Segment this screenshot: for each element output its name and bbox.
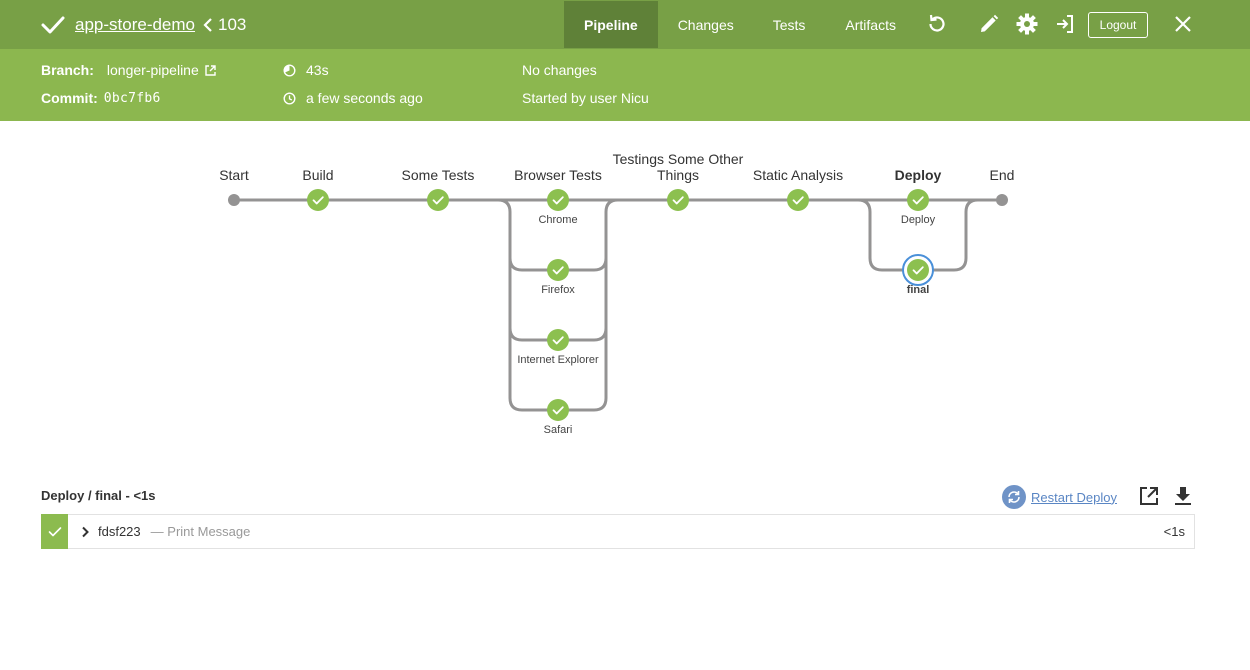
run-heading: app-store-demo 103 xyxy=(40,0,246,49)
success-check-icon xyxy=(41,16,65,33)
commit-info: Commit: 0bc7fb6 xyxy=(41,88,161,108)
tab-tests[interactable]: Tests xyxy=(772,16,806,33)
run-number: 103 xyxy=(218,14,247,34)
branch-label-internet-explorer: Internet Explorer xyxy=(517,354,599,366)
restart-deploy-label: Restart Deploy xyxy=(1031,489,1117,505)
edit-icon[interactable] xyxy=(977,12,1001,36)
logout-button[interactable]: Logout xyxy=(1088,12,1148,38)
clock-icon xyxy=(283,91,296,105)
rerun-icon[interactable] xyxy=(925,12,949,36)
changes-info: No changes xyxy=(522,62,597,78)
duration-value: 43s xyxy=(306,62,329,78)
stage-label-deploy: Deploy xyxy=(894,167,942,183)
step-log-title: Deploy / final - <1s xyxy=(41,488,156,503)
time-ago-value: a few seconds ago xyxy=(306,90,423,106)
step-duration: <1s xyxy=(1163,524,1185,539)
branch-info: Branch: longer-pipeline xyxy=(41,60,217,80)
stage-label-some-tests: Some Tests xyxy=(401,167,475,183)
stage-label-browser-tests: Browser Tests xyxy=(514,167,602,183)
pipeline-name-link[interactable]: app-store-demo xyxy=(75,14,196,34)
time-info: a few seconds ago xyxy=(283,88,423,108)
branch-value[interactable]: longer-pipeline xyxy=(106,62,199,78)
stage-label-testings-other: Testings Some Other Things xyxy=(612,151,744,183)
stage-label-end: End xyxy=(989,167,1015,183)
external-link-icon[interactable] xyxy=(204,64,217,77)
stage-label-start: Start xyxy=(219,167,249,183)
tab-changes[interactable]: Changes xyxy=(677,16,734,33)
tab-pipeline[interactable]: Pipeline xyxy=(564,1,658,48)
duration-info: 43s xyxy=(283,60,329,80)
branch-label-chrome: Chrome xyxy=(538,214,578,226)
branch-label-deploy: Deploy xyxy=(900,214,936,226)
commit-label: Commit: xyxy=(41,90,98,106)
restart-icon xyxy=(1002,485,1026,509)
settings-icon[interactable] xyxy=(1015,12,1039,36)
step-row[interactable]: fdsf223 — Print Message <1s xyxy=(41,514,1195,549)
stage-label-static-analysis: Static Analysis xyxy=(752,167,844,183)
check-icon xyxy=(48,526,61,536)
started-by-info: Started by user Nicu xyxy=(522,90,649,106)
commit-value: 0bc7fb6 xyxy=(103,90,161,106)
download-icon[interactable] xyxy=(1172,485,1194,507)
run-tabs: Pipeline Changes Tests Artifacts xyxy=(564,1,916,49)
tab-artifacts[interactable]: Artifacts xyxy=(845,16,896,33)
step-status-success xyxy=(41,514,68,549)
branch-label-firefox: Firefox xyxy=(541,284,575,296)
step-description: — Print Message xyxy=(150,524,251,539)
chevron-left-icon[interactable] xyxy=(201,16,215,34)
run-details-bar: Branch: longer-pipeline Commit: 0bc7fb6 … xyxy=(0,49,1250,121)
timer-icon xyxy=(283,63,296,77)
pipeline-graph: Start Build Some Tests Browser Tests Tes… xyxy=(0,121,1250,461)
pipeline-connectors xyxy=(234,198,1002,412)
open-external-icon[interactable] xyxy=(1138,485,1160,507)
branch-label-final: final xyxy=(906,284,930,296)
branch-label: Branch: xyxy=(41,62,94,78)
branch-label-safari: Safari xyxy=(543,424,573,436)
stage-label-build: Build xyxy=(302,167,334,183)
chevron-right-icon[interactable] xyxy=(80,526,90,538)
exit-icon[interactable] xyxy=(1053,12,1077,36)
restart-deploy-button[interactable]: Restart Deploy xyxy=(1002,485,1117,509)
top-bar: app-store-demo 103 Pipeline Changes Test… xyxy=(0,0,1250,49)
close-icon[interactable] xyxy=(1171,12,1195,36)
step-name: fdsf223 xyxy=(98,524,141,539)
